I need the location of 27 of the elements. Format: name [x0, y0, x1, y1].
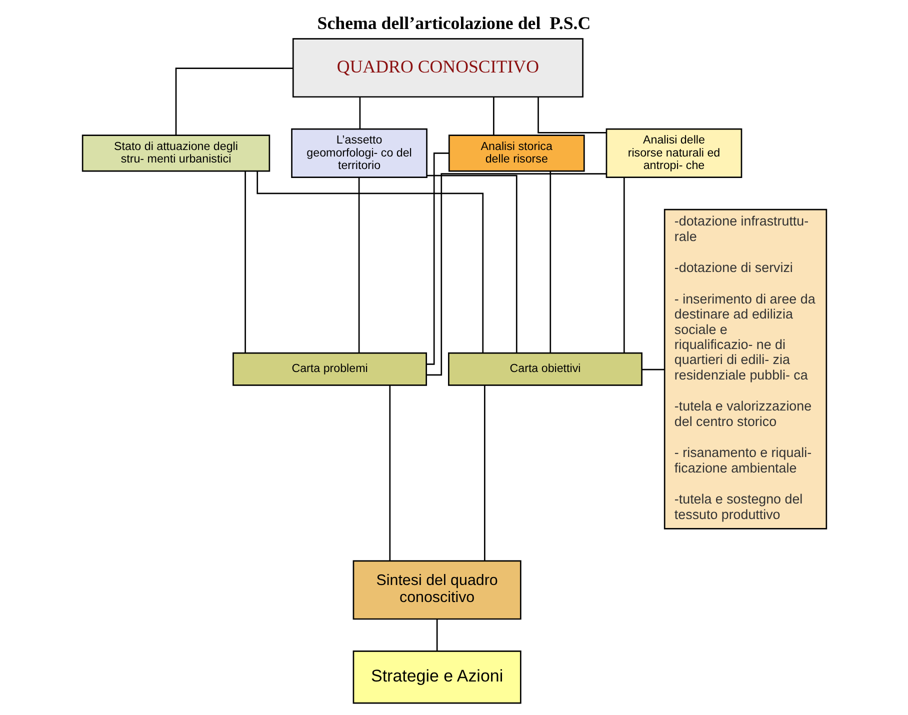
node-box: Sintesi del quadro conoscitivo — [352, 560, 521, 620]
node-box: QUADRO CONOSCITIVO — [292, 38, 583, 98]
connector — [436, 619, 438, 651]
connector — [492, 96, 494, 136]
connector — [426, 173, 606, 376]
connector — [244, 171, 246, 353]
connector — [484, 385, 485, 561]
node-box: Strategie e Azioni — [352, 650, 521, 704]
node-box: L’assetto geomorfologi- co del territorio — [290, 128, 427, 178]
node-box: Analisi delle risorse naturali ed antropi- che — [605, 128, 742, 178]
node-box: Stato di attuazione degli stru- menti urbanistici — [81, 134, 270, 172]
connector — [641, 368, 664, 370]
node-box: Carta obiettivi — [448, 352, 642, 386]
node-box: -dotazione infrastruttu- rale -dotazione di servizi - inserimento di aree da destinare ad edilizia sociale e riqualificazio- ne di quartieri di edili- zia residenziale pubbli- ca -tutela e valorizzazione del centro storico - risanamento e riquali- ficazione ambientale -tutela e sostegno del tessuto produttivo — [663, 208, 827, 530]
diagram-title: Schema dell’articolazione del P.S.C — [316, 12, 590, 33]
connector — [388, 385, 390, 561]
node-box: Analisi storica delle risorse — [448, 134, 584, 172]
connector — [549, 171, 551, 353]
connector — [358, 178, 360, 353]
connector — [256, 171, 484, 353]
connector — [426, 152, 448, 365]
connector — [537, 97, 606, 134]
connector — [174, 68, 292, 136]
connector — [622, 178, 624, 353]
node-box: Carta problemi — [232, 352, 426, 386]
connector — [426, 174, 517, 353]
connector — [358, 96, 360, 130]
